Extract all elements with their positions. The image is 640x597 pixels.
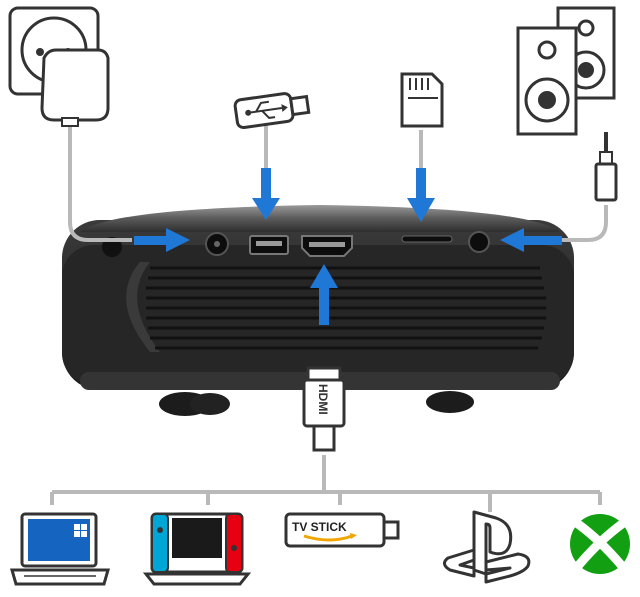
power-arrow <box>134 228 190 252</box>
hdmi-arrow <box>310 264 338 325</box>
playstation-icon <box>443 510 531 584</box>
projector <box>62 205 574 416</box>
arrows <box>134 168 562 325</box>
nintendo-switch-icon <box>142 512 252 586</box>
sd-arrow <box>407 168 435 222</box>
tv-stick-label: TV STICK <box>292 520 347 534</box>
tv-stick-swoosh <box>303 534 353 542</box>
speakers-icon <box>516 6 616 136</box>
hdmi-plug-icon: HDMI <box>302 366 346 452</box>
projector-foot-right <box>426 391 474 413</box>
hdmi-connector-label: HDMI <box>316 384 330 415</box>
audio-arrow <box>500 228 562 252</box>
audio-jack-icon <box>594 132 618 202</box>
xbox-icon <box>570 514 630 574</box>
usb-drive-icon <box>233 92 311 130</box>
laptop-icon <box>10 512 110 586</box>
audio-cable <box>562 205 608 242</box>
sd-card-icon <box>400 72 444 128</box>
audio-out-port <box>468 231 490 253</box>
cables <box>50 122 608 512</box>
projector-vents <box>146 266 546 350</box>
power-cable <box>68 122 132 242</box>
power-plug-icon <box>40 48 110 127</box>
projector-foot-left-2 <box>190 393 230 415</box>
usb-arrow <box>252 168 280 220</box>
sd-card-slot <box>401 235 453 243</box>
tv-stick-icon: TV STICK <box>284 512 400 548</box>
